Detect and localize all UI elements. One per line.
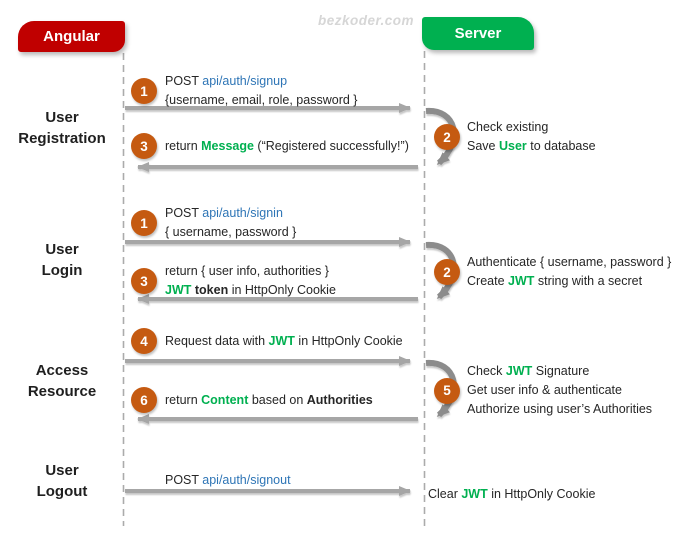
message-text: return { user info, authorities }JWT tok… <box>165 264 336 297</box>
watermark: bezkoder.com <box>318 13 415 28</box>
actor-server-label: Server <box>454 25 502 42</box>
section-line: Resource <box>27 383 97 400</box>
step-badge: 6 <box>131 387 157 413</box>
message-resource-request: 4 Request data with JWT in HttpOnly Cook… <box>131 328 403 354</box>
step-badge: 3 <box>131 268 157 294</box>
step-badge: 4 <box>131 328 157 354</box>
actor-angular: Angular <box>18 21 125 52</box>
section-label-access-resource: Access Resource <box>2 360 122 402</box>
server-note-login: 2 Authenticate { username, password }Cre… <box>434 253 671 291</box>
section-line: Login <box>41 262 83 279</box>
message-signout-request: POST api/auth/signout <box>165 467 291 493</box>
message-signin-request: 1 POST api/auth/signin{ username, passwo… <box>131 204 296 242</box>
actor-angular-label: Angular <box>43 28 100 45</box>
message-text: return Content based on Authorities <box>165 392 373 407</box>
section-label-login: User Login <box>2 239 122 281</box>
step-badge: 1 <box>131 78 157 104</box>
message-resource-response: 6 return Content based on Authorities <box>131 387 373 413</box>
message-text: POST api/auth/signout <box>165 472 291 487</box>
step-badge: 2 <box>434 259 460 285</box>
note-text: Clear JWT in HttpOnly Cookie <box>428 486 596 501</box>
message-signup-response: 3 return Message (“Registered successful… <box>131 133 409 159</box>
actor-server: Server <box>422 17 534 50</box>
section-line: User <box>45 241 79 258</box>
message-text: POST api/auth/signin{ username, password… <box>165 206 297 239</box>
section-label-logout: User Logout <box>2 460 122 502</box>
note-text: Authenticate { username, password }Creat… <box>467 255 672 288</box>
message-signin-response: 3 return { user info, authorities }JWT t… <box>131 262 336 300</box>
section-line: Access <box>35 362 89 379</box>
section-line: Logout <box>36 483 88 500</box>
step-badge: 5 <box>434 377 460 404</box>
section-line: Registration <box>18 130 106 147</box>
step-badge: 1 <box>131 210 157 236</box>
step-badge: 3 <box>131 133 157 159</box>
message-signup-request: 1 POST api/auth/signup{username, email, … <box>131 72 357 110</box>
section-label-registration: User Registration <box>2 107 122 149</box>
step-badge: 2 <box>434 124 460 150</box>
section-line: User <box>45 462 79 479</box>
message-text: return Message (“Registered successfully… <box>165 138 409 153</box>
message-text: Request data with JWT in HttpOnly Cookie <box>165 333 403 348</box>
section-line: User <box>45 109 79 126</box>
message-text: POST api/auth/signup{username, email, ro… <box>165 74 358 107</box>
server-note-signout: Clear JWT in HttpOnly Cookie <box>428 481 595 507</box>
